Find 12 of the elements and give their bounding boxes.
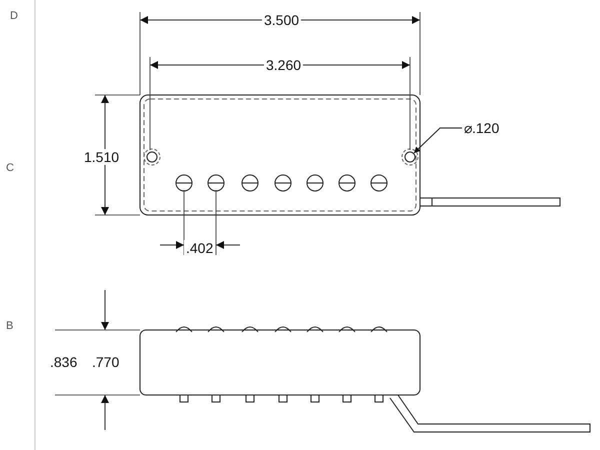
zone-letter: D (9, 9, 19, 24)
zone-letter: B (5, 319, 14, 334)
dimension-value: ⌀.120 (462, 120, 502, 136)
mounting-hole (404, 152, 416, 162)
dimension-value: 1.510 (82, 149, 122, 165)
dimension-value: 3.260 (264, 57, 304, 73)
dimension-value: .770 (90, 354, 122, 370)
zone-letter: C (5, 161, 15, 176)
dimension-value: .836 (48, 354, 80, 370)
leader-line (414, 128, 462, 154)
dimension-value: .402 (184, 240, 216, 256)
dimension-value: 3.500 (262, 12, 302, 28)
